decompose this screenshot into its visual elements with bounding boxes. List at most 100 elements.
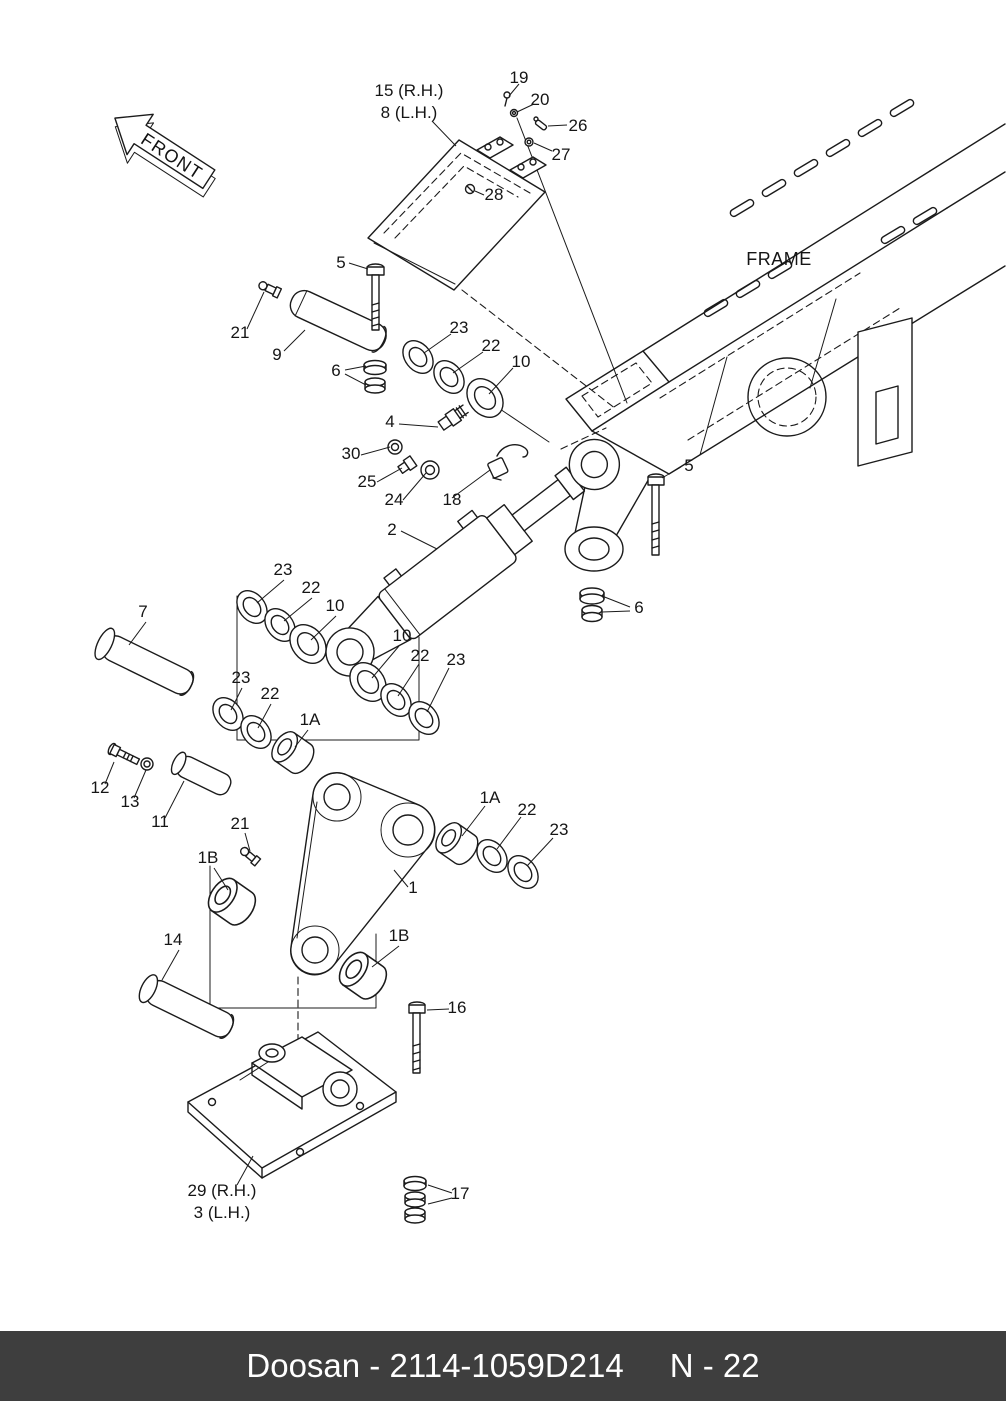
leader-line: [236, 1155, 254, 1186]
callout-25: 25: [358, 472, 377, 491]
leader-line: [426, 1008, 450, 1011]
callout-5: 5: [336, 253, 345, 272]
leader-line: [427, 1184, 453, 1194]
washer-27: [524, 137, 534, 147]
nut-washer-6-left: [363, 359, 387, 394]
bolt-16: [408, 1001, 426, 1074]
front-arrow: FRONT: [114, 113, 216, 198]
leader-line: [344, 365, 367, 371]
leader-line: [244, 832, 251, 852]
washer-13: [140, 757, 154, 771]
leader-line: [344, 373, 367, 386]
leader-line: [451, 469, 491, 499]
washer-24: [420, 460, 440, 480]
callout-14: 14: [164, 930, 183, 949]
callout-22: 22: [518, 800, 537, 819]
callout-12: 12: [91, 778, 110, 797]
grease-fitting-21-top: [258, 281, 283, 299]
leader-line: [461, 805, 486, 837]
hinge-tab: [509, 156, 547, 179]
leader-line: [661, 466, 682, 479]
callout-6: 6: [331, 361, 340, 380]
leader-line: [161, 949, 180, 981]
leader-line: [213, 867, 229, 891]
leader-line: [516, 103, 535, 113]
leader-line: [246, 291, 265, 330]
leader-line: [496, 816, 522, 850]
leader-line: [104, 761, 115, 785]
leader-line: [431, 120, 457, 147]
link-1: [290, 772, 436, 976]
callout-7: 7: [138, 602, 147, 621]
leader-line: [133, 769, 147, 799]
callout-10: 10: [512, 352, 531, 371]
washer-20: [509, 108, 519, 118]
leader-line: [371, 645, 400, 679]
callout-21: 21: [231, 323, 250, 342]
frame-slots: [703, 98, 938, 318]
callout-28: 28: [485, 185, 504, 204]
leader-line: [398, 423, 439, 428]
leader-line: [310, 615, 337, 641]
callout-1: 1: [408, 878, 417, 897]
callout-1a: 1A: [480, 788, 501, 807]
callout-19: 19: [510, 68, 529, 87]
leader-line: [164, 780, 185, 819]
callout-1b: 1B: [198, 848, 219, 867]
mount-plate-15-8: [367, 136, 547, 291]
footer-doc-number: Doosan - 2114-1059D214: [246, 1347, 624, 1384]
callout-24: 24: [385, 490, 404, 509]
leader-line: [508, 83, 520, 97]
bushing-1a: [429, 817, 484, 870]
callout-6: 6: [634, 598, 643, 617]
seal-22: [426, 354, 472, 400]
front-label: FRONT: [137, 129, 206, 184]
footer-bar: Doosan - 2114-1059D214 N - 22: [0, 1331, 1006, 1401]
leader-line: [601, 595, 631, 608]
frame-cylinder-boss: [564, 467, 651, 572]
callout-21: 21: [231, 814, 250, 833]
leader-line: [427, 1197, 453, 1205]
callout-22: 22: [302, 578, 321, 597]
bolt-12: [107, 742, 141, 766]
callout-1a: 1A: [300, 710, 321, 729]
callout-22: 22: [411, 646, 430, 665]
bolt-5-left: [366, 263, 385, 331]
leader-line: [257, 703, 272, 729]
callout-22: 22: [482, 336, 501, 355]
leader-line: [376, 467, 403, 483]
callout-23: 23: [450, 318, 469, 337]
leader-line: [397, 663, 420, 697]
nut-washer-17: [403, 1175, 427, 1224]
bushing-1a: [265, 726, 320, 779]
bolt-5-right: [647, 473, 665, 556]
seal-23: [500, 849, 546, 895]
callout-23: 23: [550, 820, 569, 839]
callout-27: 27: [552, 145, 571, 164]
callout-23: 23: [232, 668, 251, 687]
fitting-4: [437, 404, 469, 431]
callout-4: 4: [385, 412, 394, 431]
callout-26: 26: [569, 116, 588, 135]
leader-line: [256, 579, 285, 604]
cylinder-2: [325, 438, 621, 677]
leader-line: [423, 333, 452, 354]
callout-10: 10: [326, 596, 345, 615]
footer-page-ref: N - 22: [669, 1347, 760, 1384]
bushing-1b: [332, 946, 393, 1005]
pin-14: [138, 974, 235, 1039]
callout-20: 20: [531, 90, 550, 109]
callout-30: 30: [342, 444, 361, 463]
hinge-tab: [476, 136, 514, 159]
callout-10: 10: [393, 626, 412, 645]
frame-structure: [564, 98, 1006, 572]
callout-23: 23: [274, 560, 293, 579]
leader-line: [526, 837, 554, 867]
callout-17: 17: [451, 1184, 470, 1203]
pin-11: [170, 751, 232, 796]
leader-line: [533, 142, 553, 152]
ring-30: [387, 439, 403, 455]
callout-11: 11: [151, 812, 169, 831]
